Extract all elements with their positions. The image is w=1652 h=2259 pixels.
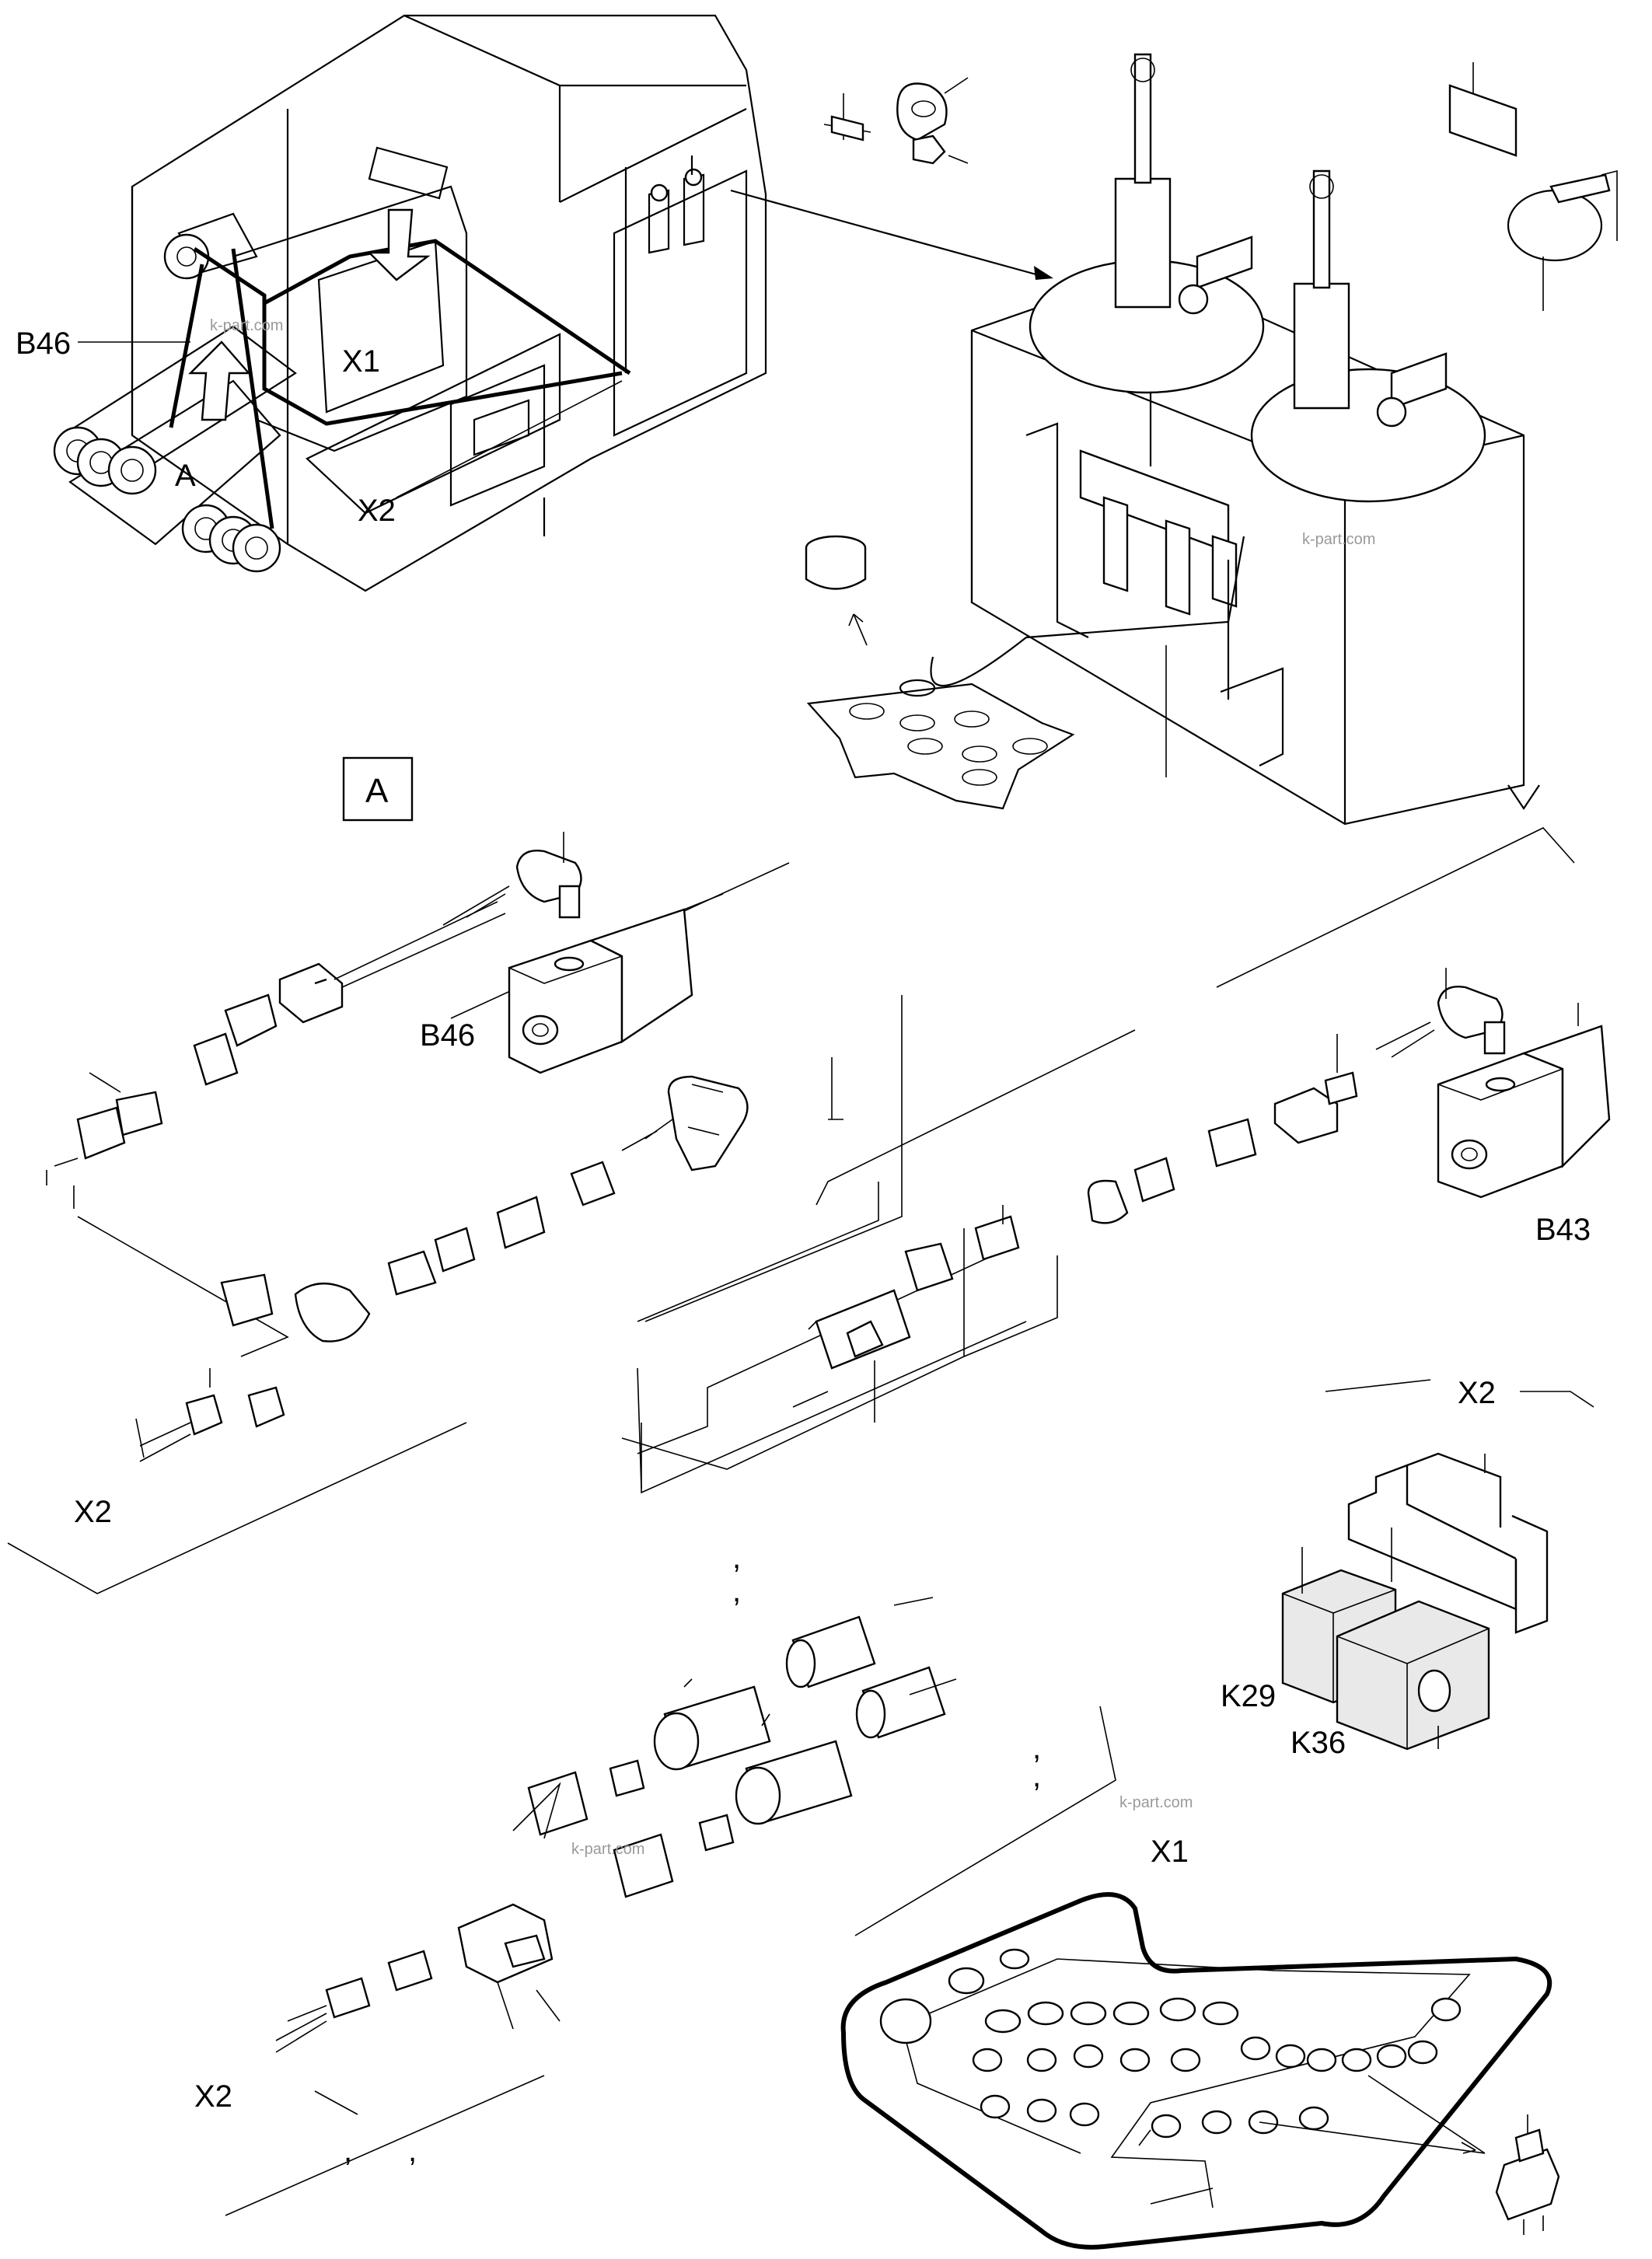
label-b46-machine: B46 [16, 326, 71, 361]
cable-tie-assembly [1448, 62, 1618, 311]
panel-frames [7, 827, 1575, 1594]
arrow-down-icon [367, 208, 431, 281]
relay-group: X2 K29 K36 [1221, 1376, 1594, 1760]
mark-comma-3: , [1032, 1731, 1041, 1765]
clamp-assembly [823, 77, 969, 165]
mark-comma-5: , [344, 2134, 352, 2168]
arrow-up-icon [188, 340, 251, 421]
label-a-machine: A [175, 459, 196, 493]
label-k29: K29 [1221, 1679, 1276, 1713]
watermark-k-part-2: k-part.com [1302, 531, 1375, 548]
knob-row-1 [972, 1997, 1462, 2139]
key-switch-icon [1495, 2148, 1560, 2221]
label-x2-relay-group: X2 [1458, 1376, 1496, 1410]
lower-connectors: X2 , , , , , , k-part.com [194, 1541, 1041, 2216]
b46-sensor: B46 [224, 832, 724, 1074]
grommet-plate [805, 535, 1075, 810]
label-x2-harness-left: X2 [74, 1495, 112, 1529]
label-b46-sensor: B46 [420, 1018, 475, 1053]
machine-overview: B46 X1 A X2 k-part.com [16, 14, 767, 592]
watermark-k-part: k-part.com [210, 317, 283, 334]
springs-left [54, 1032, 239, 1167]
watermark-k-part-4: k-part.com [1119, 1794, 1193, 1811]
mark-comma-4: , [1032, 1759, 1041, 1793]
label-x2-machine: X2 [358, 494, 396, 528]
mark-comma-1: , [732, 1541, 741, 1575]
label-x1-panel: X1 [1151, 1835, 1189, 1869]
hydraulic-unit [930, 53, 1540, 826]
label-b43-sensor: B43 [1535, 1213, 1591, 1247]
detail-a-label: A [365, 772, 389, 810]
label-k36: K36 [1291, 1726, 1346, 1760]
mark-comma-2: , [732, 1574, 741, 1608]
arrowhead-icon [1034, 266, 1053, 280]
harness-middle: X2 [74, 1075, 749, 1529]
b43-sensor: B43 [792, 968, 1611, 1423]
watermark-k-part-3: k-part.com [571, 1841, 644, 1858]
pointer-line [730, 189, 1043, 278]
control-panel: k-part.com X1 [840, 1706, 1560, 2250]
mark-comma-6: , [408, 2134, 417, 2168]
label-x1-machine: X1 [342, 344, 380, 379]
detail-a-box: A [342, 756, 414, 822]
label-x2-lower: X2 [194, 2079, 232, 2114]
